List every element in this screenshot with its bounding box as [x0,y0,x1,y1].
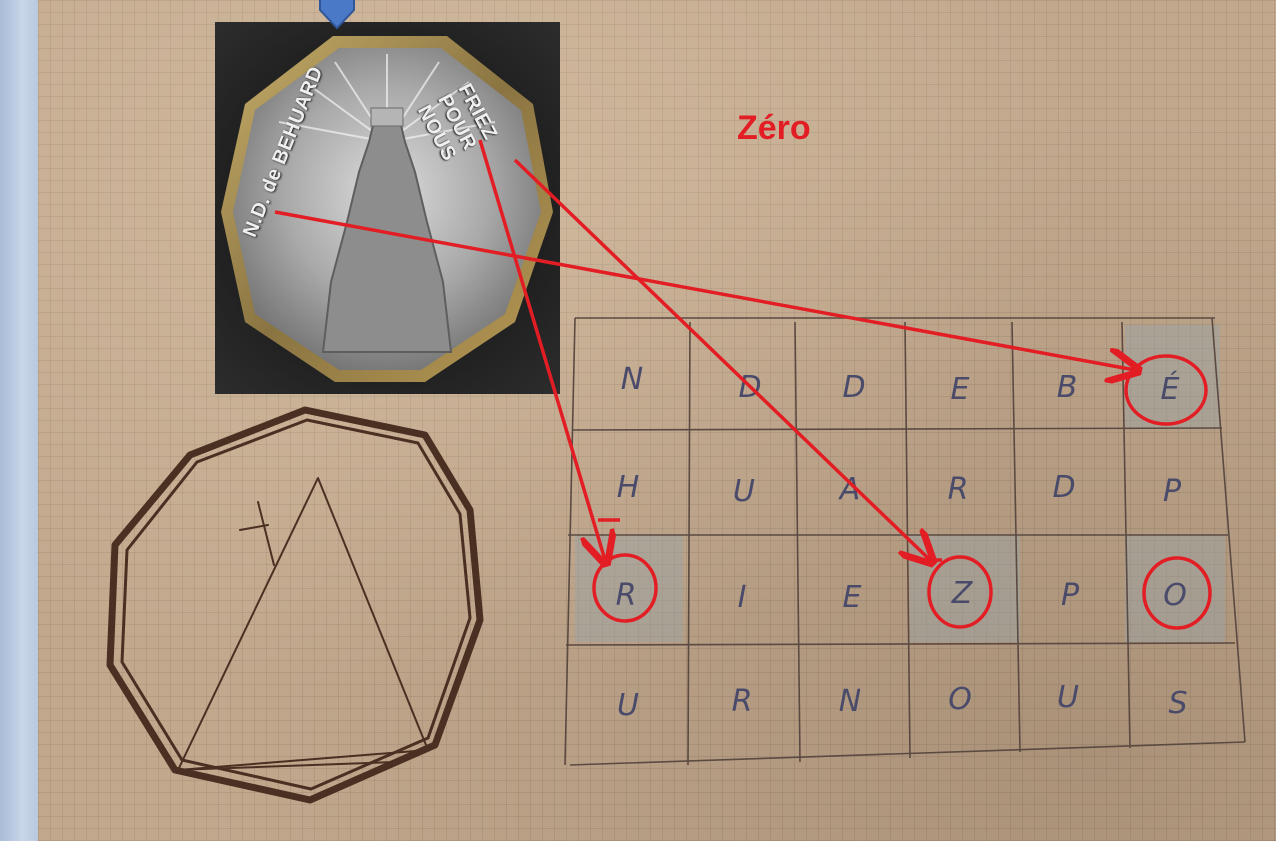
arrow-behuard-to-e [275,212,1135,370]
circle-o [1144,558,1210,628]
circle-r [594,555,656,621]
circle-z [929,557,991,627]
circle-e [1126,356,1206,424]
arrow-pour-to-z [515,160,930,560]
arrow-priez-to-r [480,140,605,560]
